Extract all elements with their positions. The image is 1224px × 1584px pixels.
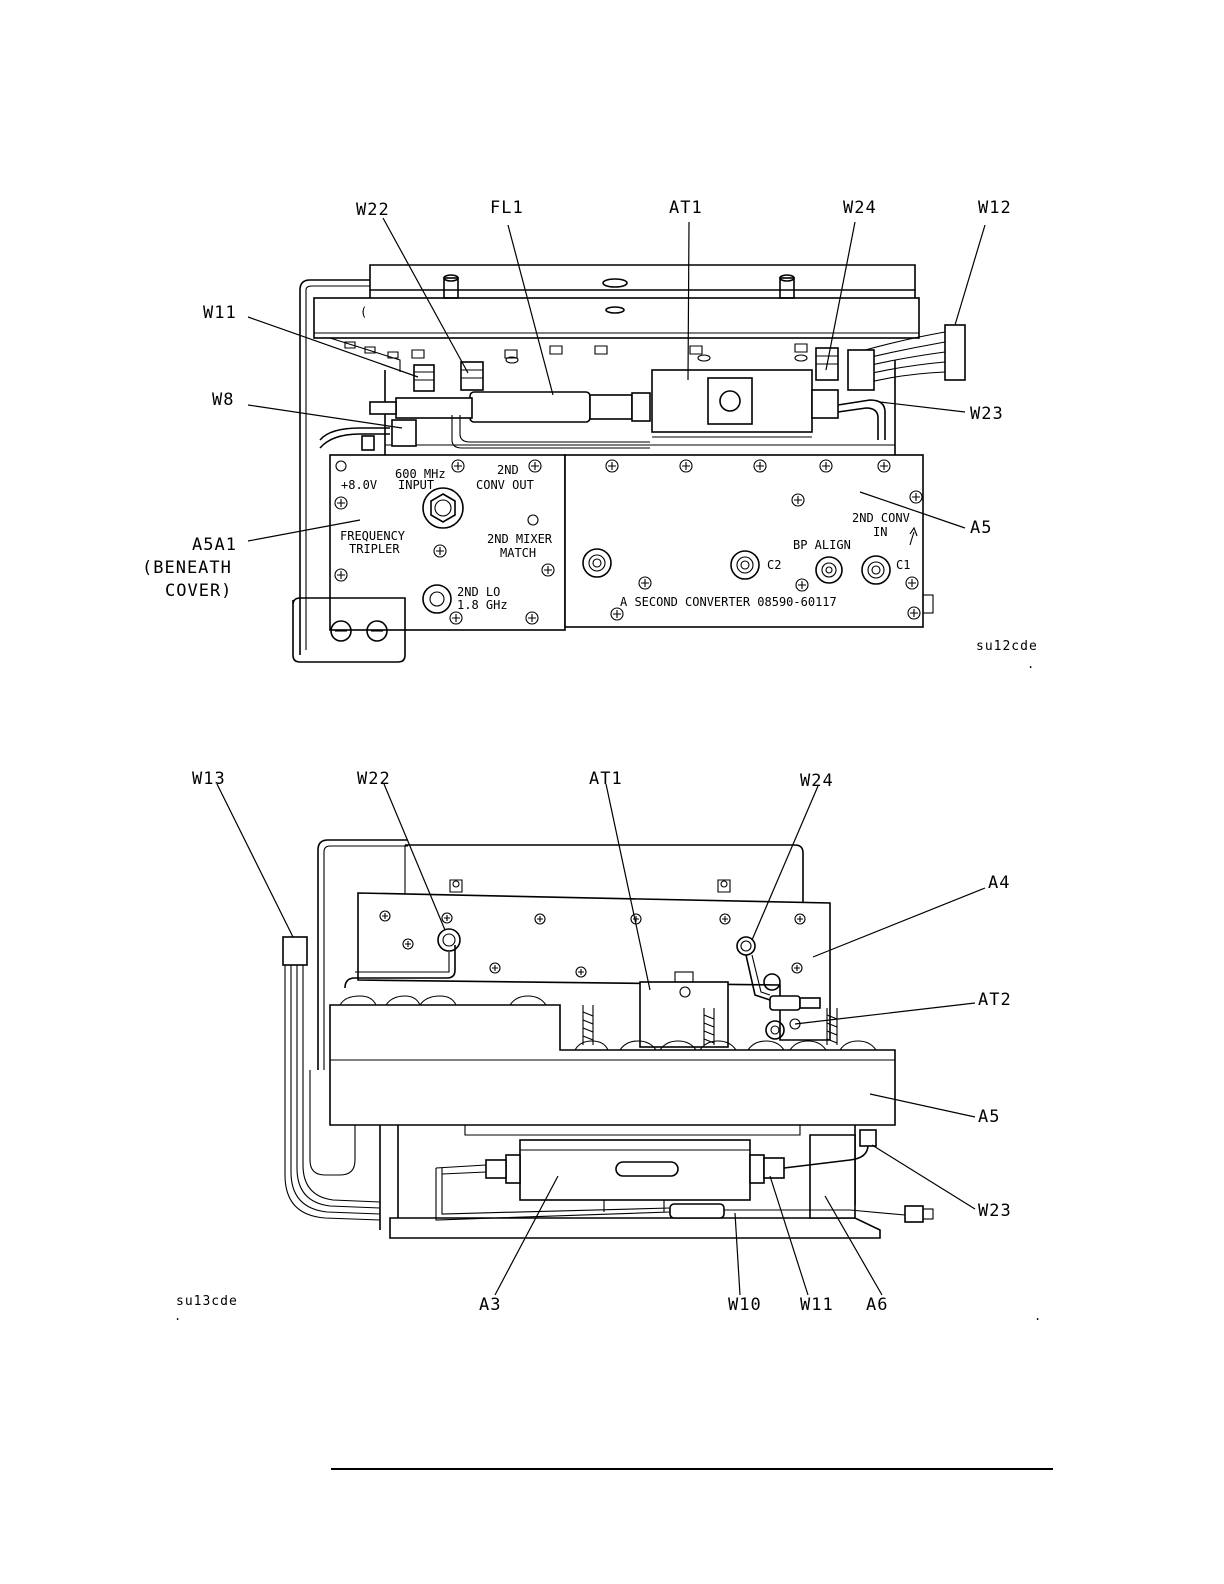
callout-w10: W10 xyxy=(728,1295,762,1315)
callout-at1: AT1 xyxy=(589,769,623,789)
label-tripler: TRIPLER xyxy=(349,542,400,556)
callout-a6: A6 xyxy=(866,1295,888,1315)
callout-a5: A5 xyxy=(978,1107,1000,1127)
underside-nuts xyxy=(345,342,862,363)
figure-1-top-view: ( xyxy=(142,198,1038,671)
label-conv-out: CONV OUT xyxy=(476,478,534,492)
callout-w23: W23 xyxy=(978,1201,1012,1221)
figure-2-side-view: W13 W22 AT1 W24 A4 AT2 A5 W23 A3 W10 W11… xyxy=(174,769,1041,1323)
svg-text:(: ( xyxy=(360,305,367,319)
callout-w22: W22 xyxy=(357,769,391,789)
label-input: INPUT xyxy=(398,478,434,492)
callout-a5a1: A5A1 xyxy=(192,535,237,555)
label-1-8ghz: 1.8 GHz xyxy=(457,598,508,612)
callout-a5a1-cover: COVER) xyxy=(165,581,232,601)
callout-a3: A3 xyxy=(479,1295,501,1315)
callout-w24: W24 xyxy=(843,198,877,218)
callout-w24: W24 xyxy=(800,771,834,791)
callout-w13: W13 xyxy=(192,769,226,789)
figure-2-code: su13cde xyxy=(176,1294,238,1309)
a6-board xyxy=(810,1135,855,1218)
label-bp-align: BP ALIGN xyxy=(793,538,851,552)
label-c1: C1 xyxy=(896,558,910,572)
label-match: MATCH xyxy=(500,546,536,560)
nameplate-second-converter: A SECOND CONVERTER 08590-60117 xyxy=(620,595,837,609)
label-in: IN xyxy=(873,525,887,539)
at1-attenuator xyxy=(640,972,728,1047)
label-2nd: 2ND xyxy=(497,463,519,477)
callout-w11: W11 xyxy=(800,1295,834,1315)
label-c2: C2 xyxy=(767,558,781,572)
a3-module xyxy=(486,1140,784,1212)
svg-text:.: . xyxy=(1027,657,1034,671)
callout-w23: W23 xyxy=(970,404,1004,424)
svg-text:.: . xyxy=(1034,1309,1041,1323)
label-frequency: FREQUENCY xyxy=(340,529,406,543)
label-2nd-conv: 2ND CONV xyxy=(852,511,910,525)
callout-at1: AT1 xyxy=(669,198,703,218)
label-2nd-mixer: 2ND MIXER xyxy=(487,532,553,546)
w23-cable xyxy=(838,400,885,440)
callout-w11: W11 xyxy=(203,303,237,323)
callout-a5a1-beneath: (BENEATH xyxy=(142,558,232,578)
w11-connector xyxy=(414,365,434,391)
callout-w8: W8 xyxy=(212,390,234,410)
callout-fl1: FL1 xyxy=(490,198,524,218)
at1-attenuator xyxy=(652,370,838,437)
svg-text:.: . xyxy=(174,1309,181,1323)
callout-at2: AT2 xyxy=(978,990,1012,1010)
w8-cable xyxy=(320,428,390,448)
callout-a4: A4 xyxy=(988,873,1010,893)
label-2nd-lo: 2ND LO xyxy=(457,585,500,599)
callout-w22: W22 xyxy=(356,200,390,220)
figure-1-code: su12cde xyxy=(976,639,1038,654)
callout-a5: A5 xyxy=(970,518,992,538)
fl1-filter xyxy=(370,392,650,422)
label-plus-8v: +8.0V xyxy=(341,478,377,492)
callout-w12: W12 xyxy=(978,198,1012,218)
